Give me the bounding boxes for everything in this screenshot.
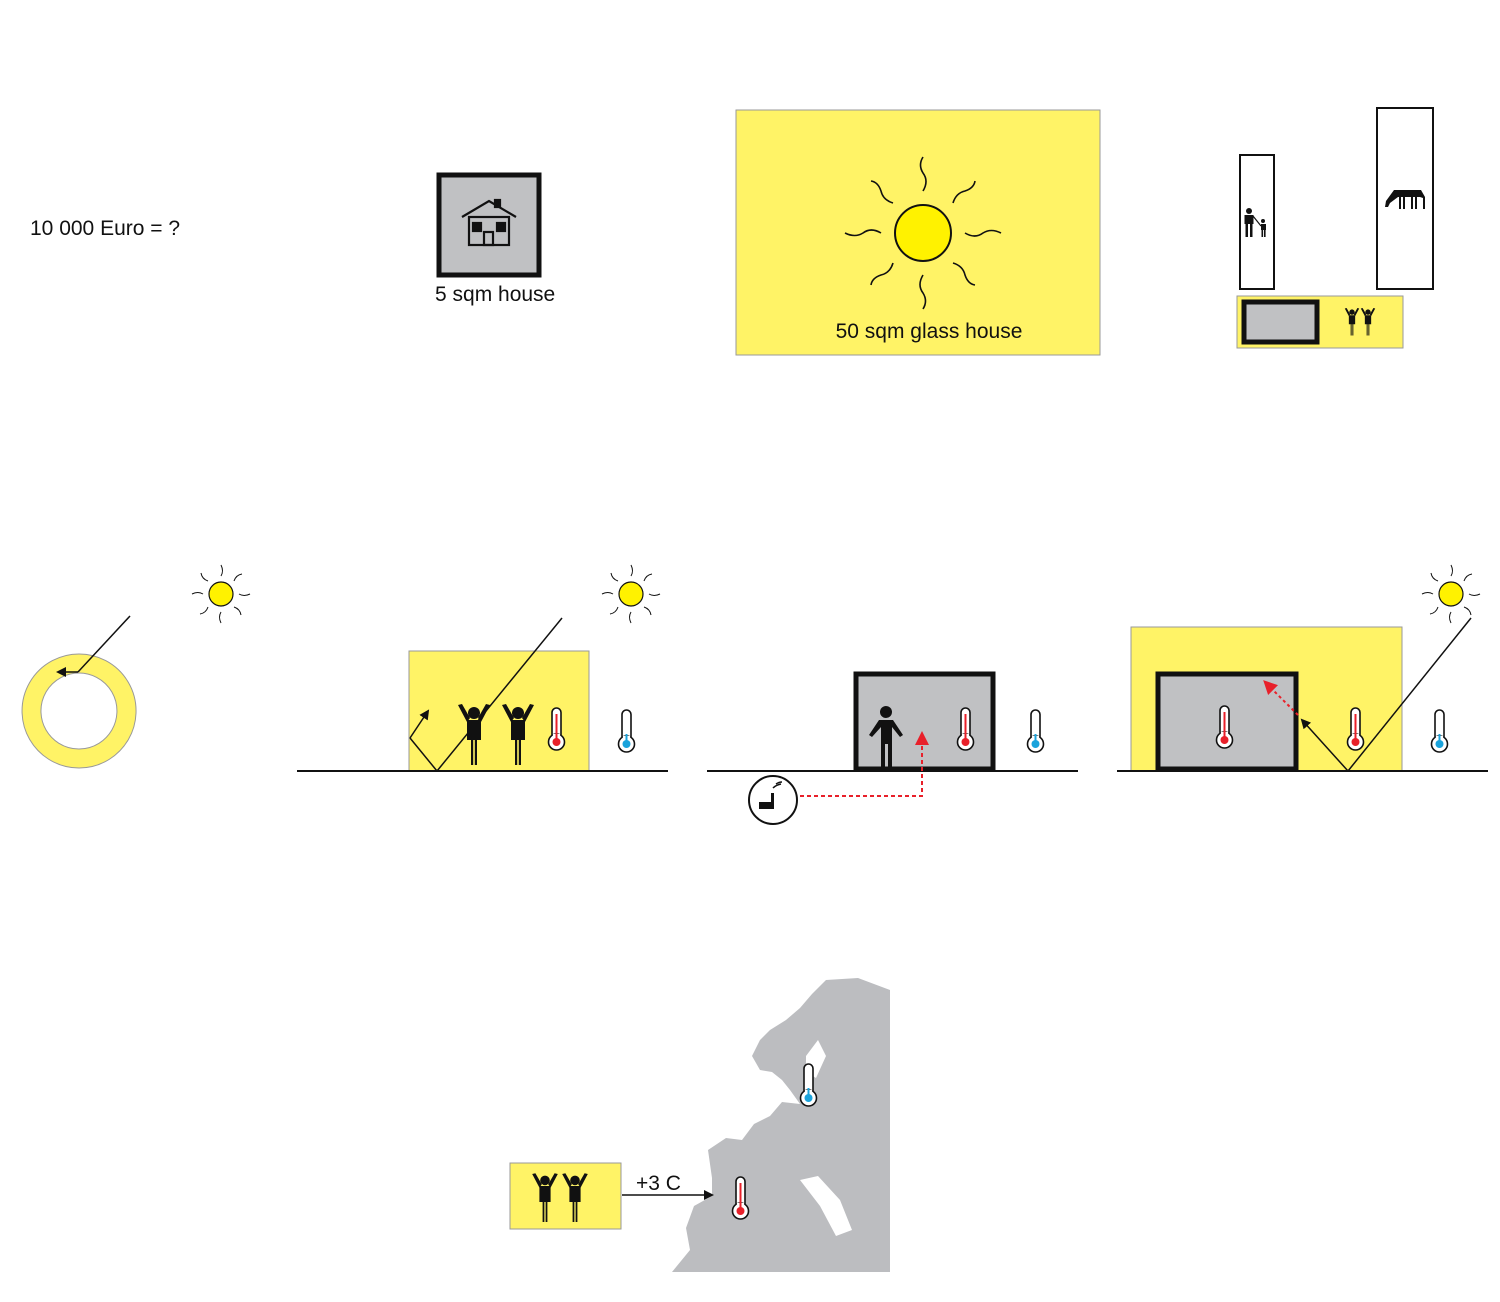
glass-house-tile <box>735 109 1101 356</box>
thermometer-cold-icon <box>617 709 636 753</box>
thermometer-cold-icon <box>1430 709 1449 753</box>
thermometer-cold-icon <box>1026 709 1045 753</box>
earth-ring <box>21 564 251 769</box>
greenhouse-panel <box>297 564 668 772</box>
heated-house-panel <box>707 671 1078 825</box>
animal-icon <box>1385 190 1425 209</box>
power-plant-icon <box>748 775 798 825</box>
small-house-tile <box>436 172 542 278</box>
house-in-greenhouse-panel <box>1117 564 1488 772</box>
glass-house-label: 50 sqm glass house <box>836 320 1023 343</box>
comparison-columns <box>1236 107 1434 349</box>
sun-icon <box>844 156 1002 310</box>
people-tile <box>509 1162 622 1230</box>
temperature-rise-label: +3 C <box>636 1172 681 1195</box>
price-question: 10 000 Euro = ? <box>30 217 180 240</box>
house-icon <box>461 198 517 247</box>
sun-icon <box>1421 564 1481 624</box>
parent-child-icon <box>1244 208 1266 237</box>
sun-icon <box>191 564 251 624</box>
person-icon <box>869 706 903 767</box>
sun-icon <box>601 564 661 624</box>
europe-map <box>672 978 890 1272</box>
small-house-label: 5 sqm house <box>435 283 555 306</box>
